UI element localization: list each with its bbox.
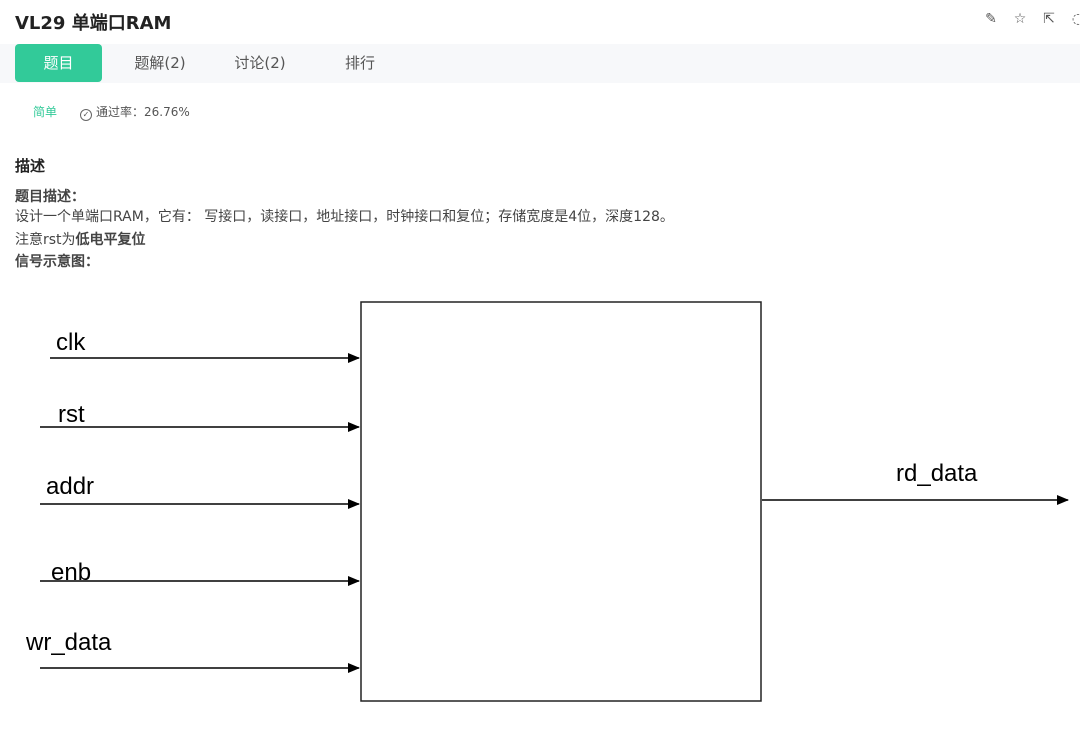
tab-solutions[interactable]: 题解(2) xyxy=(134,54,186,72)
signal-heading: 信号示意图： xyxy=(15,254,99,270)
reset-note-prefix: 注意rst为 xyxy=(15,232,76,248)
tab-discussion[interactable]: 讨论(2) xyxy=(234,54,286,72)
enb-label: enb xyxy=(51,559,91,586)
tab-problem[interactable]: 题目 xyxy=(15,44,102,82)
ram-block xyxy=(360,301,762,702)
edit-icon[interactable]: ✎ xyxy=(985,11,997,27)
pass-rate-text: 通过率：26.76% xyxy=(96,105,190,119)
problem-header: VL29 单端口RAM ✎ ☆ ⇱ ◌ xyxy=(0,0,1080,44)
section-title: 描述 xyxy=(15,157,46,175)
pass-rate: ✓ 通过率：26.76% xyxy=(80,104,190,121)
tab-ranking[interactable]: 排行 xyxy=(344,54,375,72)
more-icon[interactable]: ◌ xyxy=(1071,11,1080,27)
rd-data-label: rd_data xyxy=(896,460,978,487)
desc-line: 设计一个单端口RAM，它有： 写接口，读接口，地址接口，时钟接口和复位；存储宽度… xyxy=(15,209,674,225)
clk-label: clk xyxy=(56,329,86,356)
page-title: VL29 单端口RAM xyxy=(15,13,172,34)
check-circle-icon: ✓ xyxy=(80,109,92,121)
rst-label: rst xyxy=(58,401,85,428)
share-icon[interactable]: ⇱ xyxy=(1043,11,1055,27)
wr-data-label: wr_data xyxy=(25,629,112,656)
header-actions: ✎ ☆ ⇱ ◌ xyxy=(983,10,1080,28)
reset-note: 注意rst为低电平复位 xyxy=(15,230,146,250)
star-icon[interactable]: ☆ xyxy=(1013,11,1027,27)
signal-diagram: clk rst addr enb wr_data rd_data xyxy=(25,301,1069,702)
desc-heading: 题目描述： xyxy=(15,189,85,205)
difficulty-badge: 简单 xyxy=(33,105,58,119)
tab-bar: 题目 题解(2) 讨论(2) 排行 xyxy=(0,44,1080,83)
addr-label: addr xyxy=(46,473,94,500)
reset-note-bold: 低电平复位 xyxy=(75,232,146,248)
